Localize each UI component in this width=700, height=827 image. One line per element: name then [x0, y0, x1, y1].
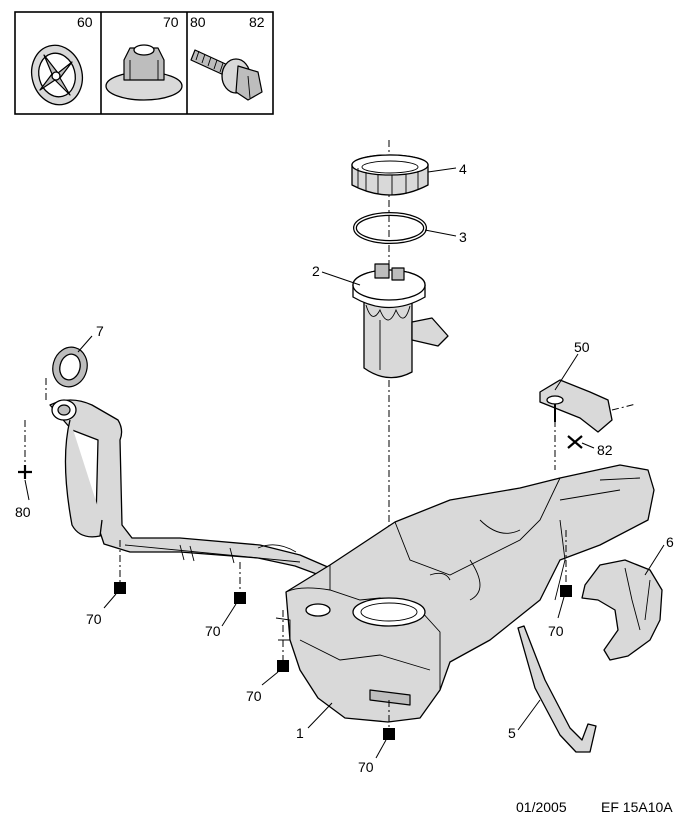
nut-marker-e — [383, 728, 395, 740]
clip-washer-icon — [30, 44, 84, 106]
callout-70-c: 70 — [548, 623, 564, 639]
bolt-icon — [190, 49, 263, 101]
callout-70-a: 70 — [86, 611, 102, 627]
bolt-80-marker — [18, 465, 32, 479]
bracket-part — [539, 379, 637, 433]
bolt-82-marker — [567, 435, 583, 449]
filler-neck-part — [49, 399, 331, 577]
callout-80: 80 — [15, 504, 31, 520]
leader-lines — [24, 167, 665, 759]
nut-marker-a — [114, 582, 126, 594]
nut-marker-d — [277, 660, 289, 672]
callout-70-e: 70 — [358, 759, 374, 775]
callout-3: 3 — [459, 229, 467, 245]
callout-70-d: 70 — [246, 688, 262, 704]
callout-4: 4 — [459, 161, 467, 177]
legend-label-60: 60 — [77, 14, 93, 30]
flange-nut-icon — [105, 44, 183, 101]
footer-date: 01/2005 — [516, 799, 567, 815]
heat-shield-part — [581, 559, 663, 661]
callout-50: 50 — [574, 339, 590, 355]
lock-ring-part — [351, 154, 429, 196]
legend-label-82: 82 — [249, 14, 265, 30]
filler-seal-part — [52, 346, 88, 388]
callout-5: 5 — [508, 725, 516, 741]
footer-reference: EF 15A10A — [601, 799, 673, 815]
fuel-pump-module-part — [352, 263, 449, 379]
nut-marker-b — [234, 592, 246, 604]
callout-70-b: 70 — [205, 623, 221, 639]
callout-7: 7 — [96, 323, 104, 339]
legend-label-80: 80 — [190, 14, 206, 30]
legend-box: 60 70 80 82 — [14, 11, 274, 115]
callout-1: 1 — [296, 725, 304, 741]
callout-82: 82 — [597, 442, 613, 458]
callout-6: 6 — [666, 534, 674, 550]
nut-marker-c — [560, 585, 572, 597]
tank-strap-part — [517, 625, 597, 753]
seal-ring-part — [353, 212, 427, 244]
callout-2: 2 — [312, 263, 320, 279]
fuel-tank-part — [275, 464, 655, 723]
legend-label-70: 70 — [163, 14, 179, 30]
